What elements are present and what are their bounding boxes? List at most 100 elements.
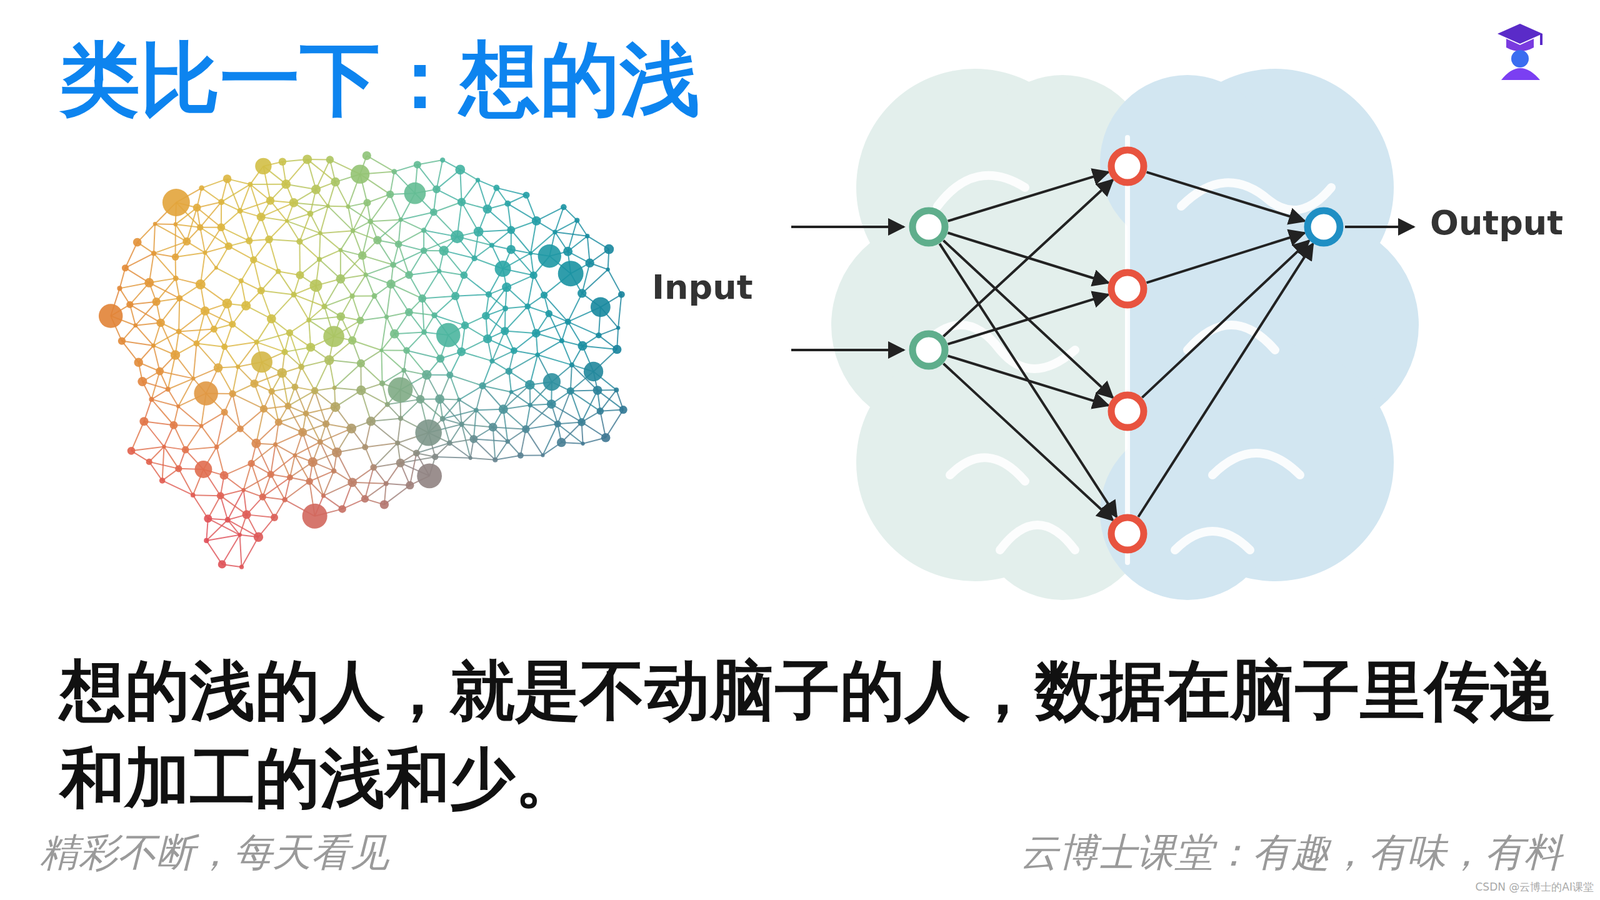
network-link bbox=[409, 250, 425, 275]
network-link bbox=[398, 244, 410, 275]
network-dot bbox=[554, 420, 562, 428]
network-link bbox=[232, 393, 240, 429]
network-dot bbox=[440, 416, 446, 422]
network-link bbox=[168, 378, 194, 390]
network-link bbox=[377, 240, 394, 265]
network-link bbox=[261, 202, 294, 217]
network-link bbox=[390, 194, 401, 220]
network-dot bbox=[159, 477, 166, 484]
network-link bbox=[406, 331, 425, 350]
network-link bbox=[473, 438, 508, 442]
network-dot bbox=[286, 329, 294, 337]
network-dot bbox=[619, 405, 628, 414]
network-dot bbox=[401, 367, 407, 373]
network-link bbox=[315, 360, 330, 391]
network-dot bbox=[390, 261, 397, 269]
network-link bbox=[232, 366, 239, 394]
network-link bbox=[227, 520, 240, 535]
network-link bbox=[220, 495, 228, 520]
network-dot bbox=[569, 362, 575, 368]
network-link bbox=[175, 224, 177, 257]
network-dot bbox=[583, 361, 604, 382]
network-link bbox=[299, 213, 310, 242]
network-dot bbox=[373, 236, 382, 245]
network-link bbox=[503, 385, 530, 410]
network-dot bbox=[250, 379, 259, 388]
network-dot bbox=[98, 303, 123, 328]
network-link bbox=[288, 406, 303, 433]
network-dot bbox=[148, 396, 154, 402]
network-link bbox=[173, 425, 186, 450]
network-link bbox=[173, 425, 202, 426]
network-link bbox=[461, 351, 492, 362]
network-link bbox=[271, 391, 279, 422]
network-link bbox=[398, 230, 425, 245]
network-link bbox=[530, 220, 537, 254]
network-dot bbox=[391, 168, 397, 175]
network-dot bbox=[396, 458, 405, 468]
network-link bbox=[352, 275, 367, 297]
network-dot bbox=[155, 367, 164, 376]
network-dot bbox=[356, 359, 365, 368]
network-dot bbox=[404, 182, 427, 205]
network-link bbox=[153, 223, 155, 254]
network-dot bbox=[500, 326, 509, 335]
neuron-circle bbox=[1307, 210, 1340, 244]
network-dot bbox=[455, 164, 465, 175]
network-link bbox=[360, 363, 382, 384]
network-dot bbox=[127, 446, 136, 455]
network-dot bbox=[170, 350, 180, 360]
watermark: CSDN @云博士的AI课堂 bbox=[1475, 880, 1594, 895]
network-dot bbox=[198, 185, 205, 192]
network-link bbox=[216, 268, 242, 282]
network-link bbox=[505, 331, 537, 334]
network-dot bbox=[306, 342, 315, 352]
network-dot bbox=[436, 268, 442, 274]
network-dot bbox=[446, 371, 454, 379]
network-link bbox=[459, 400, 462, 425]
network-dot bbox=[281, 496, 288, 503]
network-dot bbox=[585, 233, 590, 239]
network-link bbox=[570, 391, 582, 423]
network-link bbox=[312, 461, 324, 496]
network-link bbox=[377, 219, 401, 240]
network-link bbox=[398, 219, 401, 244]
network-dot bbox=[563, 246, 573, 257]
network-dot bbox=[415, 419, 442, 447]
network-dot bbox=[475, 177, 480, 182]
neuron-circle bbox=[1111, 272, 1144, 305]
network-dot bbox=[247, 460, 255, 467]
network-dot bbox=[601, 433, 611, 443]
network-dot bbox=[266, 196, 275, 205]
network-dot bbox=[384, 314, 389, 319]
network-dot bbox=[517, 452, 524, 459]
network-dot bbox=[200, 306, 210, 316]
network-dot bbox=[218, 560, 227, 569]
network-link bbox=[155, 223, 176, 225]
network-link bbox=[270, 444, 275, 475]
network-link bbox=[251, 463, 263, 497]
network-link bbox=[555, 220, 577, 233]
network-dot bbox=[498, 404, 509, 414]
network-dot bbox=[606, 267, 610, 272]
network-link bbox=[353, 202, 368, 231]
network-link bbox=[487, 209, 512, 230]
network-link bbox=[216, 446, 225, 476]
network-dot bbox=[126, 301, 134, 309]
network-dot bbox=[528, 403, 533, 408]
network-dot bbox=[165, 386, 171, 392]
network-link bbox=[240, 210, 250, 241]
network-dot bbox=[485, 291, 492, 298]
network-dot bbox=[370, 463, 377, 471]
network-dot bbox=[302, 503, 328, 529]
network-link bbox=[360, 296, 375, 321]
network-link bbox=[262, 477, 290, 497]
footer-text: 精彩不断，每天看见 bbox=[40, 826, 389, 879]
network-link bbox=[442, 418, 462, 425]
network-link bbox=[162, 480, 194, 495]
network-dot bbox=[405, 481, 414, 490]
network-dot bbox=[256, 212, 266, 222]
network-dot bbox=[321, 493, 326, 499]
network-dot bbox=[237, 533, 242, 538]
network-link bbox=[319, 233, 320, 260]
